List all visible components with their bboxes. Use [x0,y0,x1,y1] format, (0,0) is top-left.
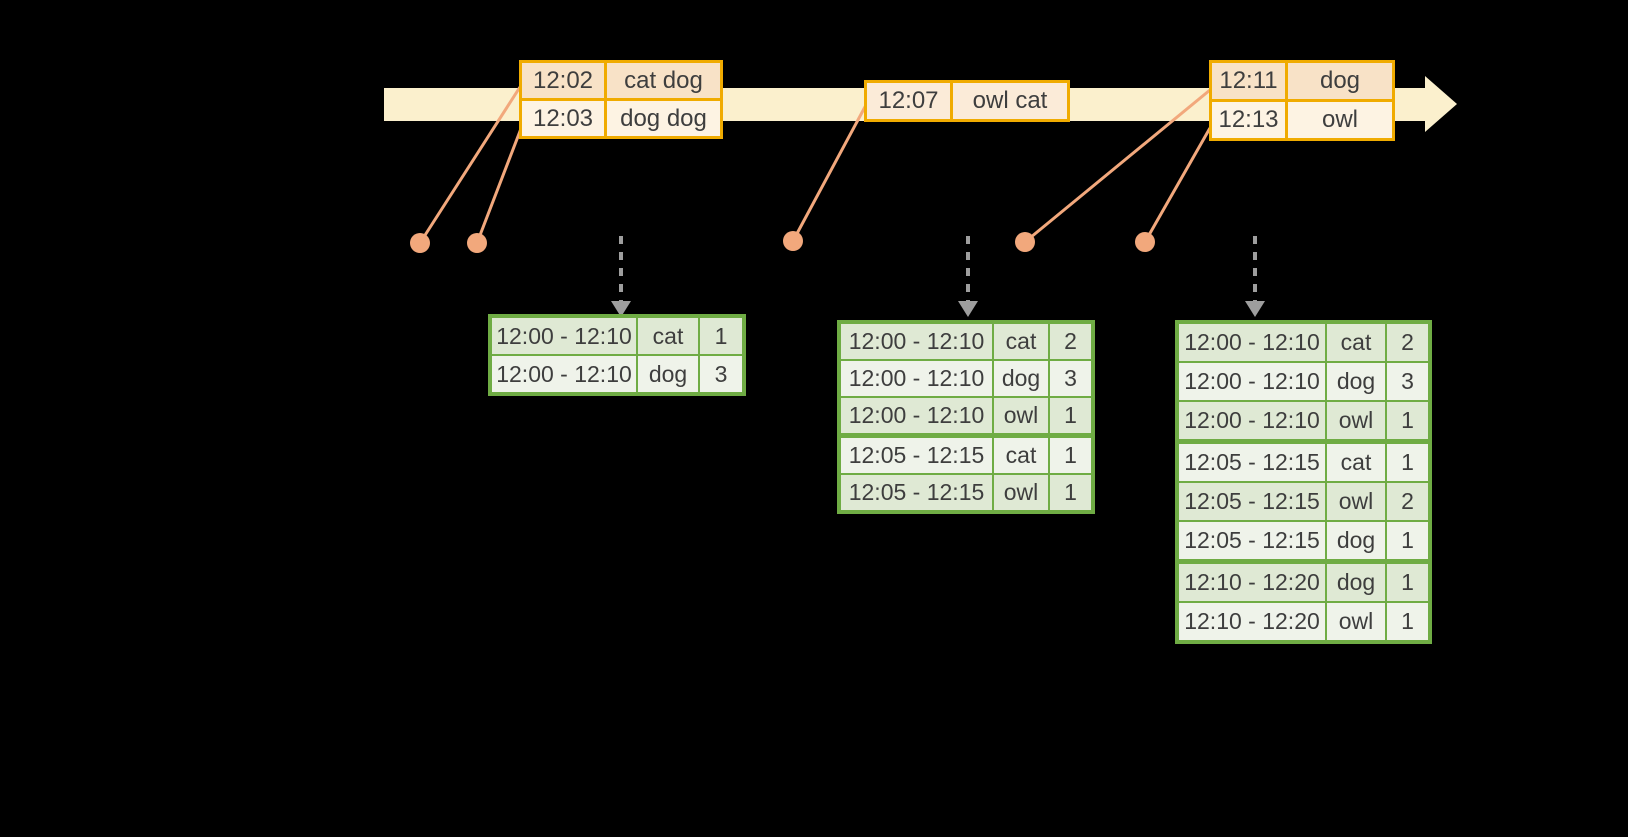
result-row: 12:00 - 12:10 cat 2 [1179,324,1428,361]
window-cell: 12:10 - 12:20 [1179,603,1325,640]
connector-line [1024,88,1211,244]
count-cell: 2 [1387,483,1428,520]
down-arrow-icon [958,301,978,317]
window-cell: 12:05 - 12:15 [841,438,992,473]
event-words-cell: owl [1288,102,1392,138]
count-cell: 1 [1387,402,1428,439]
event-time-cell: 12:03 [522,101,604,136]
event-table-1: 12:02 cat dog 12:03 dog dog [519,60,723,139]
event-row: 12:13 owl [1212,102,1392,138]
word-cell: cat [638,318,698,354]
result-row: 12:05 - 12:15 owl 1 [841,475,1091,510]
count-cell: 1 [1387,522,1428,559]
result-row: 12:05 - 12:15 dog 1 [1179,522,1428,559]
count-cell: 3 [1050,361,1091,396]
event-table-2: 12:07 owl cat [864,80,1070,122]
down-arrow-icon [1245,301,1265,317]
count-cell: 3 [1387,363,1428,400]
word-cell: dog [1327,564,1385,601]
event-dot [410,233,430,253]
count-cell: 1 [1050,438,1091,473]
word-cell: owl [994,398,1048,433]
count-cell: 1 [1387,603,1428,640]
count-cell: 2 [1387,324,1428,361]
result-row: 12:00 - 12:10 dog 3 [492,356,742,392]
timeline-arrow-icon [1425,76,1457,132]
result-table-1: 12:00 - 12:10 cat 1 12:00 - 12:10 dog 3 [488,314,746,396]
count-cell: 1 [1050,475,1091,510]
event-dot [467,233,487,253]
window-cell: 12:00 - 12:10 [1179,324,1325,361]
window-cell: 12:05 - 12:15 [1179,444,1325,481]
word-cell: cat [1327,444,1385,481]
result-table-2: 12:00 - 12:10 cat 2 12:00 - 12:10 dog 3 … [837,320,1095,514]
event-dot [1015,232,1035,252]
window-cell: 12:05 - 12:15 [841,475,992,510]
window-cell: 12:00 - 12:10 [1179,363,1325,400]
event-time-cell: 12:07 [867,83,950,119]
event-dot [783,231,803,251]
result-row: 12:05 - 12:15 cat 1 [841,438,1091,473]
connector-line [475,125,524,244]
event-row: 12:03 dog dog [522,101,720,136]
word-cell: owl [994,475,1048,510]
count-cell: 1 [1387,564,1428,601]
event-row: 12:11 dog [1212,63,1392,99]
window-cell: 12:10 - 12:20 [1179,564,1325,601]
result-table-3: 12:00 - 12:10 cat 2 12:00 - 12:10 dog 3 … [1175,320,1432,644]
word-cell: dog [994,361,1048,396]
result-row: 12:00 - 12:10 owl 1 [841,398,1091,433]
window-cell: 12:05 - 12:15 [1179,522,1325,559]
event-time-cell: 12:11 [1212,63,1285,99]
result-row: 12:00 - 12:10 owl 1 [1179,402,1428,439]
result-row: 12:00 - 12:10 cat 1 [492,318,742,354]
word-cell: owl [1327,603,1385,640]
event-row: 12:07 owl cat [867,83,1067,119]
result-row: 12:05 - 12:15 owl 2 [1179,483,1428,520]
result-row: 12:00 - 12:10 dog 3 [841,361,1091,396]
word-cell: cat [994,438,1048,473]
connector-line [418,86,522,244]
event-words-cell: owl cat [953,83,1067,119]
count-cell: 1 [700,318,742,354]
event-dot [1135,232,1155,252]
result-row: 12:10 - 12:20 dog 1 [1179,564,1428,601]
result-row: 12:10 - 12:20 owl 1 [1179,603,1428,640]
count-cell: 2 [1050,324,1091,359]
result-row: 12:05 - 12:15 cat 1 [1179,444,1428,481]
word-cell: dog [638,356,698,392]
count-cell: 1 [1387,444,1428,481]
count-cell: 3 [700,356,742,392]
result-row: 12:00 - 12:10 dog 3 [1179,363,1428,400]
window-cell: 12:00 - 12:10 [841,398,992,433]
event-row: 12:02 cat dog [522,63,720,98]
connector-line [1143,127,1212,243]
window-cell: 12:05 - 12:15 [1179,483,1325,520]
event-words-cell: cat dog [607,63,720,98]
word-cell: cat [1327,324,1385,361]
event-time-cell: 12:13 [1212,102,1285,138]
connector-line [791,104,868,242]
event-table-3: 12:11 dog 12:13 owl [1209,60,1395,141]
window-cell: 12:00 - 12:10 [841,324,992,359]
event-time-cell: 12:02 [522,63,604,98]
word-cell: dog [1327,522,1385,559]
count-cell: 1 [1050,398,1091,433]
down-arrow-icon [611,301,631,317]
window-cell: 12:00 - 12:10 [841,361,992,396]
window-cell: 12:00 - 12:10 [492,318,636,354]
result-row: 12:00 - 12:10 cat 2 [841,324,1091,359]
word-cell: owl [1327,483,1385,520]
word-cell: cat [994,324,1048,359]
event-words-cell: dog [1288,63,1392,99]
window-cell: 12:00 - 12:10 [1179,402,1325,439]
event-words-cell: dog dog [607,101,720,136]
word-cell: owl [1327,402,1385,439]
window-cell: 12:00 - 12:10 [492,356,636,392]
word-cell: dog [1327,363,1385,400]
